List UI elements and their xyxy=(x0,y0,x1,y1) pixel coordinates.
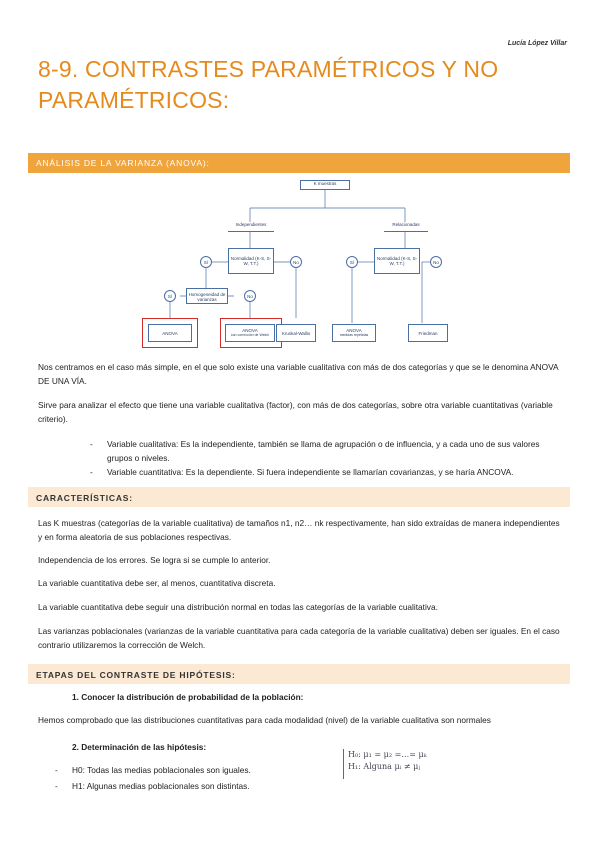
diagram-node-normalidad-rel: Normalidad (K-S, S-W, T.T.) xyxy=(374,248,420,274)
diagram-node-homogeneidad: Homogeneidad de varianzas xyxy=(186,288,228,304)
author-name: Lucía López Villar xyxy=(507,40,567,47)
diagram-node-anova-welch: ANOVA con corrección de Welch xyxy=(225,324,275,342)
formula-h1: H₁: Alguna μᵢ ≠ μⱼ xyxy=(348,762,421,771)
section-header-anova-label: ANÁLISIS DE LA VARIANZA (ANOVA): xyxy=(36,158,210,168)
diagram-node-kruskal: Kruskal-Wallis xyxy=(276,324,316,342)
page-title: 8-9. CONTRASTES PARAMÉTRICOS Y NO PARAMÉ… xyxy=(38,56,499,113)
paragraph-purpose: Sirve para analizar el efecto que tiene … xyxy=(38,400,553,424)
diagram-node-friedman: Friedman xyxy=(408,324,448,342)
diagram-node-root: K muestras xyxy=(300,180,350,190)
section-header-etapas: ETAPAS DEL CONTRASTE DE HIPÓTESIS: xyxy=(28,664,570,684)
caract-item-4: La variable cuantitativa debe seguir una… xyxy=(38,602,438,612)
diagram-node-anova-welch-sub: con corrección de Welch xyxy=(230,333,270,337)
diagram-node-normalidad-ind: Normalidad (K-S, S-W, T.T.) xyxy=(228,248,274,274)
bullet-text: Variable cuantitativa: Es la dependiente… xyxy=(107,467,514,477)
section-header-anova: ANÁLISIS DE LA VARIANZA (ANOVA): xyxy=(28,153,570,173)
hypothesis-h0: - H0: Todas las medias poblacionales son… xyxy=(55,763,322,777)
bullet-variable-cualitativa: - Variable cualitativa: Es la independie… xyxy=(90,437,565,465)
diagram-branch-no-2: No xyxy=(430,256,442,268)
diagram-node-anova: ANOVA xyxy=(148,324,192,342)
bullet-variable-cuantitativa: - Variable cuantitativa: Es la dependien… xyxy=(90,465,565,479)
diagram-branch-si-3: Sí xyxy=(164,290,176,302)
diagram-node-anova-rel-sub: medidas repetidas xyxy=(339,333,369,337)
bullet-dash: - xyxy=(55,765,58,775)
paragraph-intro: Nos centramos en el caso más simple, en … xyxy=(38,362,559,386)
caract-item-3: La variable cuantitativa debe ser, al me… xyxy=(38,578,276,588)
hypothesis-h1-text: H1: Algunas medias poblacionales son dis… xyxy=(72,781,250,791)
section-header-etapas-label: ETAPAS DEL CONTRASTE DE HIPÓTESIS: xyxy=(36,670,236,680)
bullet-dash: - xyxy=(90,467,93,477)
hypothesis-h1: - H1: Algunas medias poblacionales son d… xyxy=(55,779,322,793)
bullet-dash: - xyxy=(90,439,93,449)
highlight-anova xyxy=(142,318,198,348)
diagram-branch-no-3: No xyxy=(244,290,256,302)
diagram-node-relacionadas: Relacionadas xyxy=(384,222,428,232)
section-header-caracteristicas-label: CARACTERÍSTICAS: xyxy=(36,493,133,503)
step-1-text: Hemos comprobado que las distribuciones … xyxy=(38,715,491,725)
caract-item-1: Las K muestras (categorías de la variabl… xyxy=(38,518,560,542)
diagram-branch-no-1: No xyxy=(290,256,302,268)
bullet-dash: - xyxy=(55,781,58,791)
formula-h0: H₀: μ₁ = μ₂ =…= μₖ xyxy=(348,750,427,759)
anova-decision-diagram: K muestras Independientes Relacionadas N… xyxy=(130,178,470,350)
diagram-branch-si-2: Sí xyxy=(346,256,358,268)
hypothesis-h0-text: H0: Todas las medias poblacionales son i… xyxy=(72,765,251,775)
hypothesis-formula: H₀: μ₁ = μ₂ =…= μₖ H₁: Alguna μᵢ ≠ μⱼ xyxy=(343,749,448,779)
step-1-heading: 1. Conocer la distribución de probabilid… xyxy=(72,692,304,702)
diagram-node-anova-rel: ANOVA medidas repetidas xyxy=(332,324,376,342)
diagram-branch-si-1: Sí xyxy=(200,256,212,268)
caract-item-2: Independencia de los errores. Se logra s… xyxy=(38,555,271,565)
diagram-node-independientes: Independientes xyxy=(228,222,274,232)
diagram-node-anova-rel-label: ANOVA xyxy=(346,328,362,333)
diagram-node-anova-welch-label: ANOVA xyxy=(242,328,258,333)
step-2-heading: 2. Determinación de las hipótesis: xyxy=(72,742,207,752)
section-header-caracteristicas: CARACTERÍSTICAS: xyxy=(28,487,570,507)
bullet-text: Variable cualitativa: Es la independient… xyxy=(107,439,540,463)
caract-item-5: Las varianzas poblacionales (varianzas d… xyxy=(38,626,560,650)
